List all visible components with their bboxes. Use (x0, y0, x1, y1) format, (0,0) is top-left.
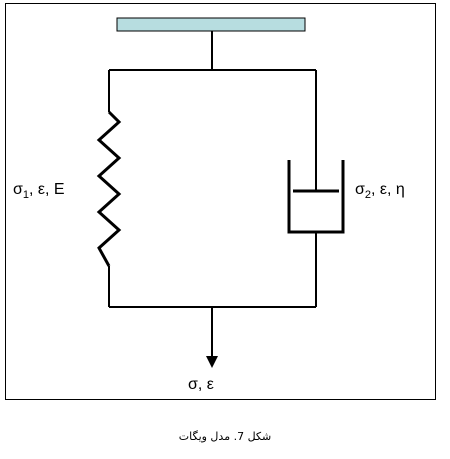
fixed-support (116, 17, 306, 32)
spring-element (96, 110, 122, 267)
output-arrow-head (206, 356, 218, 368)
output-label: σ, ε (188, 376, 214, 393)
spring-label: σ1, ε, E (13, 181, 65, 201)
dashpot-label: σ2, ε, η (355, 181, 405, 201)
figure-caption: شکل 7. مدل ویگات (178, 430, 272, 443)
